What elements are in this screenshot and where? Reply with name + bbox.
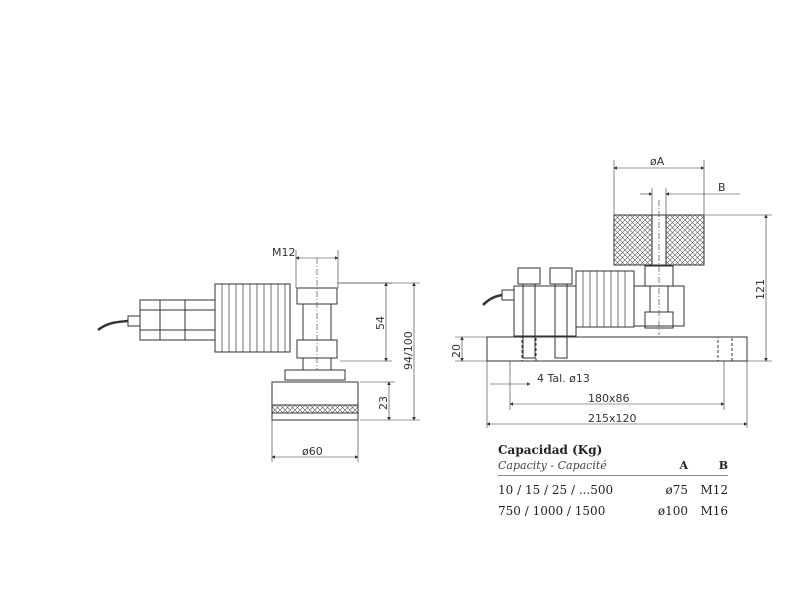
row-a: ø100 — [657, 504, 688, 518]
row-b: M12 — [700, 483, 728, 497]
dim-23: 23 — [377, 396, 390, 410]
dim-121: 121 — [754, 279, 767, 300]
pad-hatch — [271, 404, 359, 414]
cable — [97, 319, 129, 331]
side-view — [97, 258, 359, 421]
foot-plate — [284, 369, 346, 381]
finned-beam — [214, 283, 291, 353]
mount-bolt-head-2 — [549, 267, 573, 285]
table-row: 750 / 1000 / 1500 ø100 M16 — [498, 504, 728, 518]
row-capacity: 10 / 15 / 25 / ...500 — [498, 483, 614, 497]
fins — [221, 284, 286, 352]
cable-gland-right — [501, 289, 515, 301]
dim-215x120: 215x120 — [588, 412, 637, 425]
row-capacity: 750 / 1000 / 1500 — [498, 504, 606, 518]
dim-phi60: ø60 — [302, 445, 323, 458]
rubber-pad — [271, 381, 359, 421]
cable-gland — [127, 315, 141, 327]
mount-bolt-2 — [554, 283, 568, 359]
dim-180x86: 180x86 — [588, 392, 630, 405]
dim-20: 20 — [450, 344, 463, 358]
side-view-dimensions — [271, 250, 420, 462]
mount-bolt-head-1 — [517, 267, 541, 285]
dim-94-100: 94/100 — [402, 331, 415, 370]
col-a-header: A — [679, 459, 688, 472]
dim-phiA: øA — [650, 155, 665, 168]
dim-54: 54 — [374, 316, 387, 330]
table-subtitle: Capacity - Capacité — [498, 459, 607, 472]
row-a: ø75 — [665, 483, 689, 497]
foot-stem — [302, 357, 332, 371]
table-header: Capacity - Capacité A B — [498, 459, 728, 476]
row-b: M16 — [700, 504, 728, 518]
col-b-header: B — [718, 459, 728, 472]
dim-B: B — [718, 181, 726, 194]
cable-right — [482, 293, 503, 306]
dim-m12: M12 — [272, 246, 296, 259]
mounted-view — [482, 200, 748, 362]
mounted-view-dimensions — [455, 160, 772, 428]
sensor-body — [139, 299, 216, 341]
capacity-table: Capacidad (Kg) Capacity - Capacité A B 1… — [498, 443, 728, 518]
base-plate — [486, 336, 748, 362]
table-row: 10 / 15 / 25 / ...500 ø75 M12 — [498, 483, 728, 497]
dim-holes: 4 Tal. ø13 — [537, 372, 590, 385]
mount-bolt-1 — [522, 283, 536, 359]
table-title: Capacidad (Kg) — [498, 443, 603, 457]
